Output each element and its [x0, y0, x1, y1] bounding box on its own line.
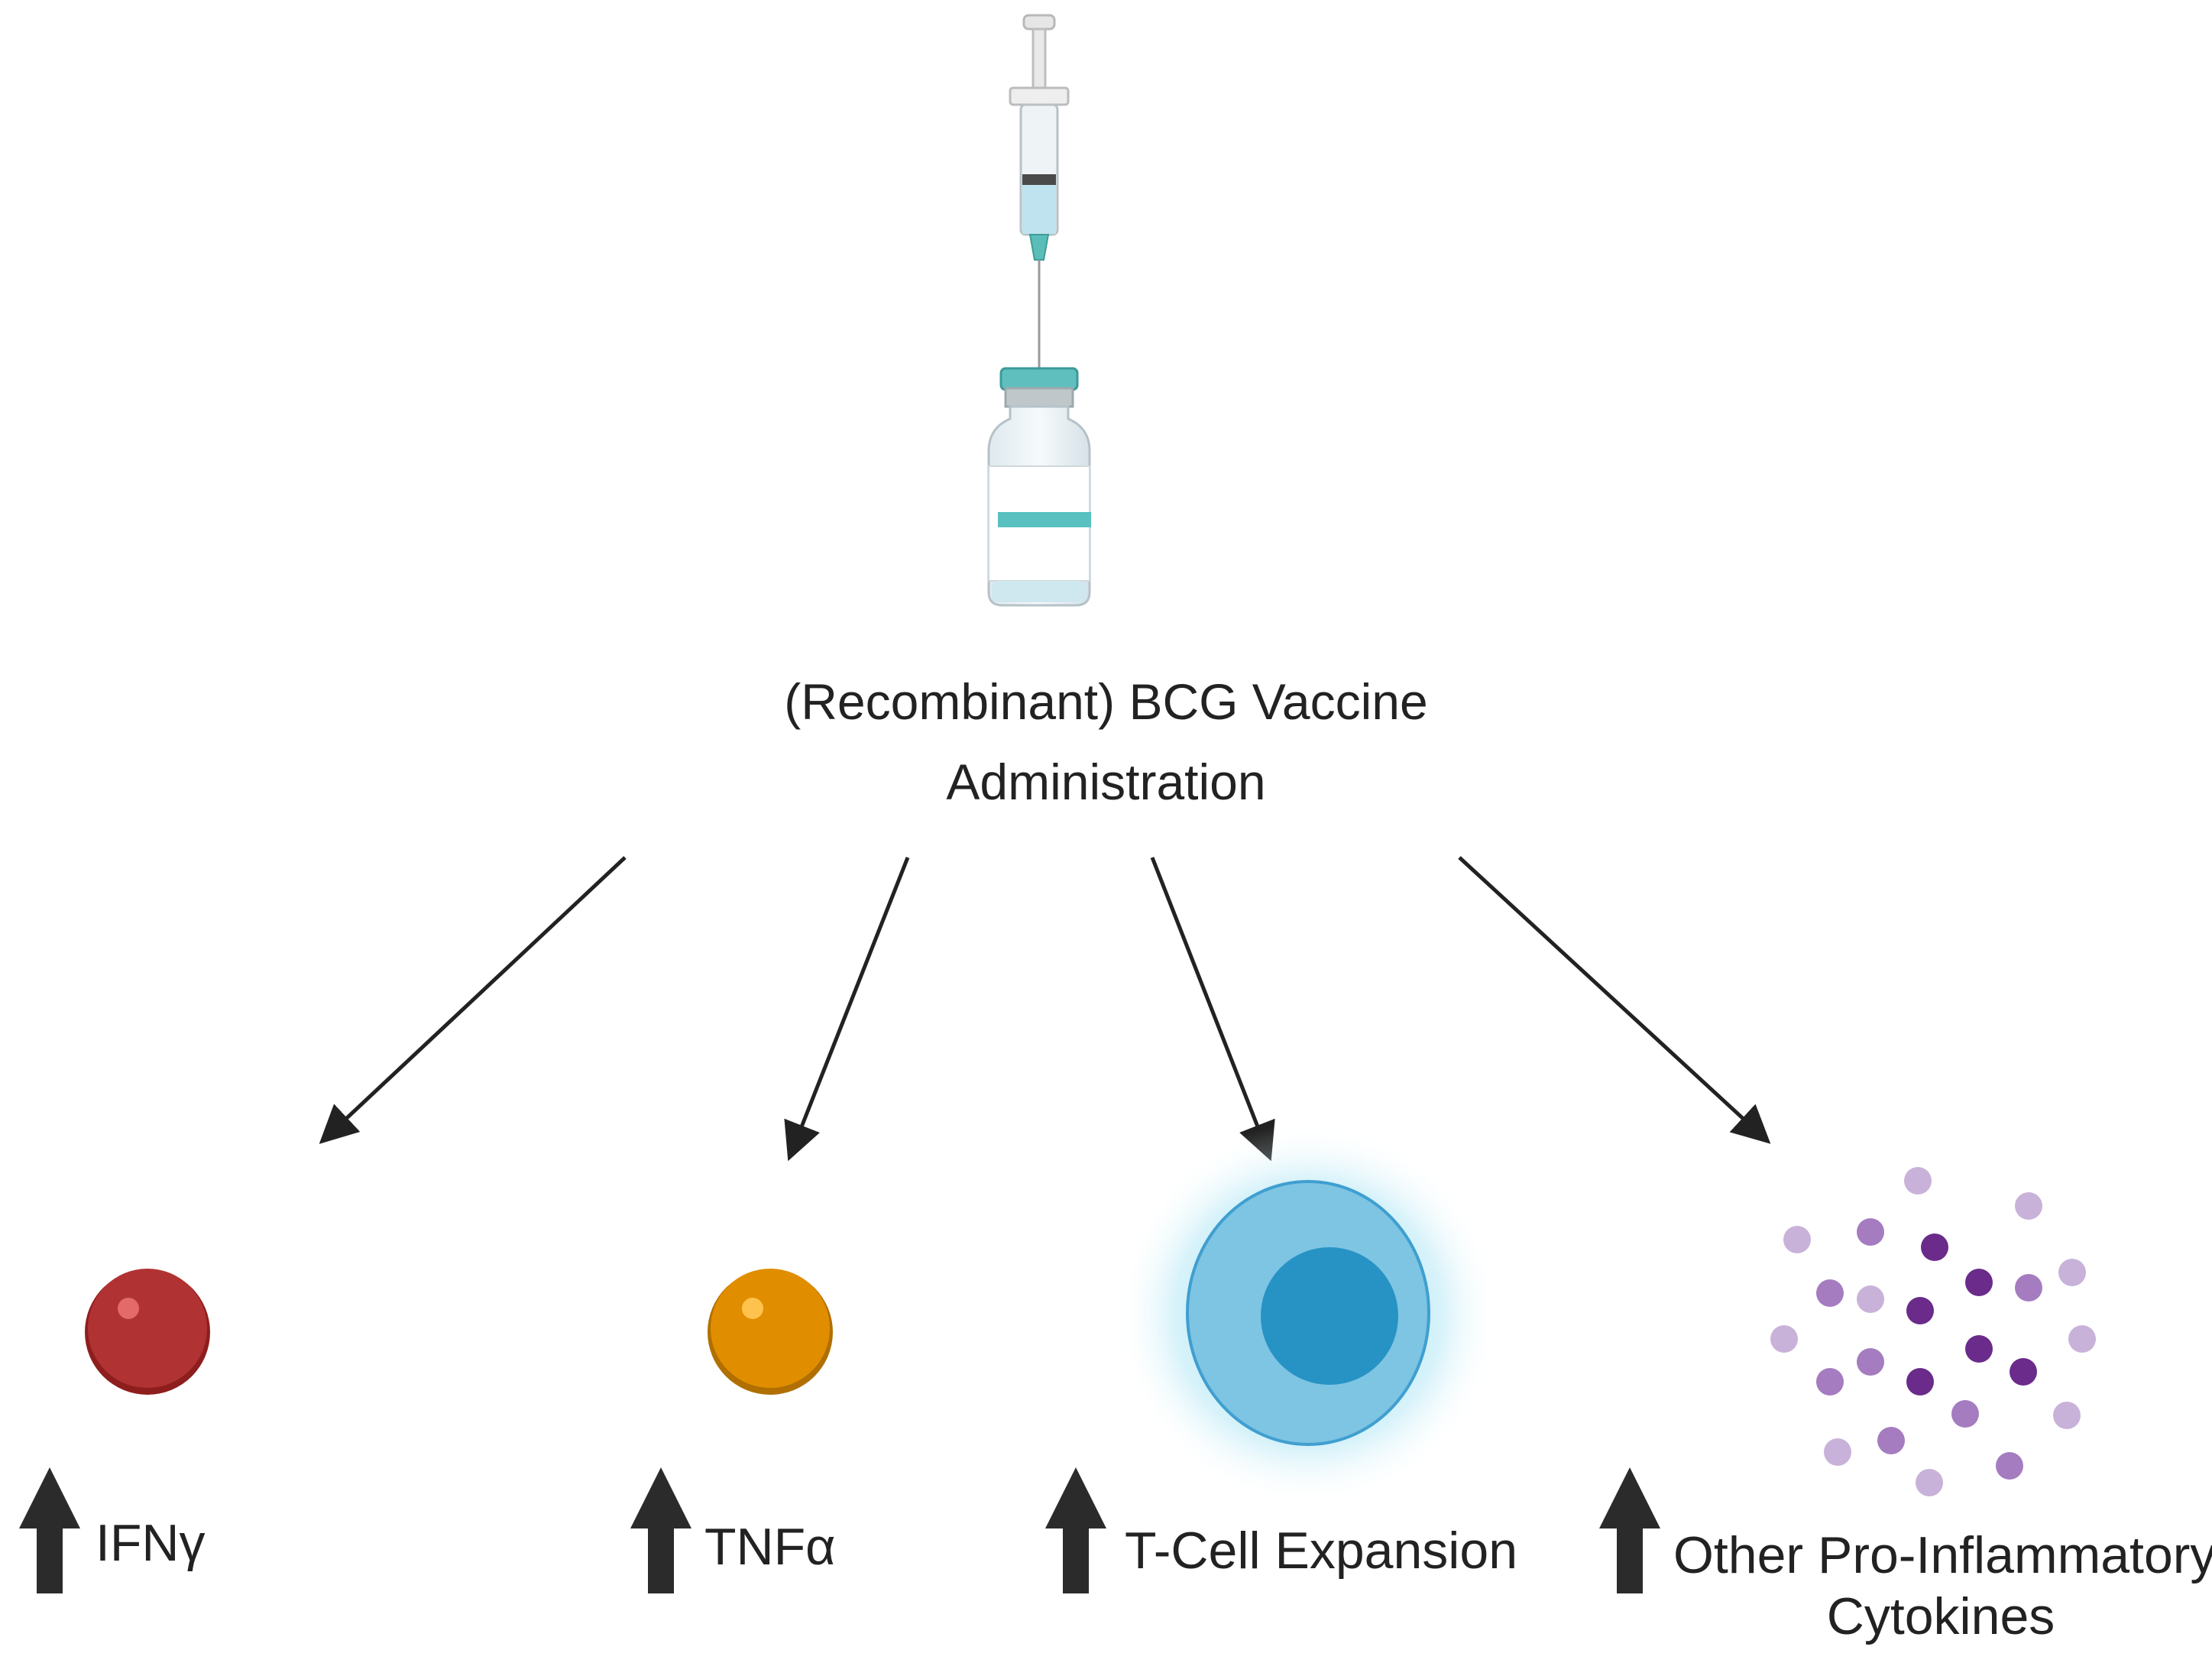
red-cytokine-sphere-icon [85, 1269, 210, 1395]
center-title-line1: (Recombinant) BCG Vaccine [784, 673, 1428, 730]
arrows [319, 856, 1771, 1162]
cytokine-particle [2015, 1274, 2042, 1302]
arrow-to-other-cytokines [1458, 856, 1771, 1144]
outcome-label-other-cytokines: Other Pro-Inflammatory Cytokines [1673, 1525, 2212, 1647]
arrow-to-ifng [319, 856, 627, 1144]
cytokine-particle [1906, 1297, 1934, 1324]
outcome-label-ifng: IFNγ [96, 1514, 206, 1572]
syringe-and-vial-icon [987, 14, 1091, 607]
cytokine-particle [1824, 1438, 1851, 1466]
cytokine-particle [2010, 1358, 2037, 1386]
cytokine-particle [1921, 1233, 1948, 1261]
cytokine-particle [1877, 1427, 1905, 1454]
cytokine-particle [1965, 1269, 1993, 1296]
cytokine-particle [1816, 1279, 1844, 1307]
up-arrow-icon [19, 1467, 80, 1593]
cytokine-particles-icon [1770, 1167, 2096, 1496]
up-arrow-icon [630, 1467, 691, 1593]
cytokine-particle [1857, 1285, 1884, 1313]
cytokine-particle [1904, 1167, 1932, 1195]
outcome-label-tnfa: TNFα [704, 1518, 836, 1576]
cytokine-particle [2068, 1325, 2096, 1353]
outcome-label-other-line2: Cytokines [1826, 1587, 2055, 1645]
cytokine-particle [1857, 1218, 1884, 1246]
up-arrow-icon [1599, 1467, 1660, 1593]
cytokine-particle [2058, 1259, 2086, 1286]
up-arrows [19, 1467, 1660, 1593]
arrow-to-tnfa [784, 857, 910, 1162]
cytokine-particle [1770, 1325, 1798, 1353]
cytokine-particle [1965, 1335, 1993, 1363]
cytokine-particle [2053, 1402, 2081, 1429]
cytokine-particle [1951, 1400, 1979, 1428]
cytokine-particle [1996, 1452, 2023, 1480]
cytokine-particle [1857, 1348, 1884, 1376]
center-title-line2: Administration [946, 754, 1266, 810]
cytokine-particle [1816, 1368, 1844, 1396]
up-arrow-icon [1045, 1467, 1106, 1593]
arrow-to-tcell [1150, 857, 1275, 1162]
cytokine-particle [1906, 1368, 1934, 1396]
cytokine-particle [2015, 1192, 2042, 1220]
outcome-label-other-line1: Other Pro-Inflammatory [1673, 1526, 2212, 1584]
t-cell-icon [1117, 1123, 1499, 1506]
cytokine-particle [1783, 1226, 1811, 1253]
outcome-label-tcell: T-Cell Expansion [1125, 1522, 1518, 1580]
orange-cytokine-sphere-icon [708, 1269, 833, 1395]
cytokine-particle [1916, 1469, 1943, 1496]
